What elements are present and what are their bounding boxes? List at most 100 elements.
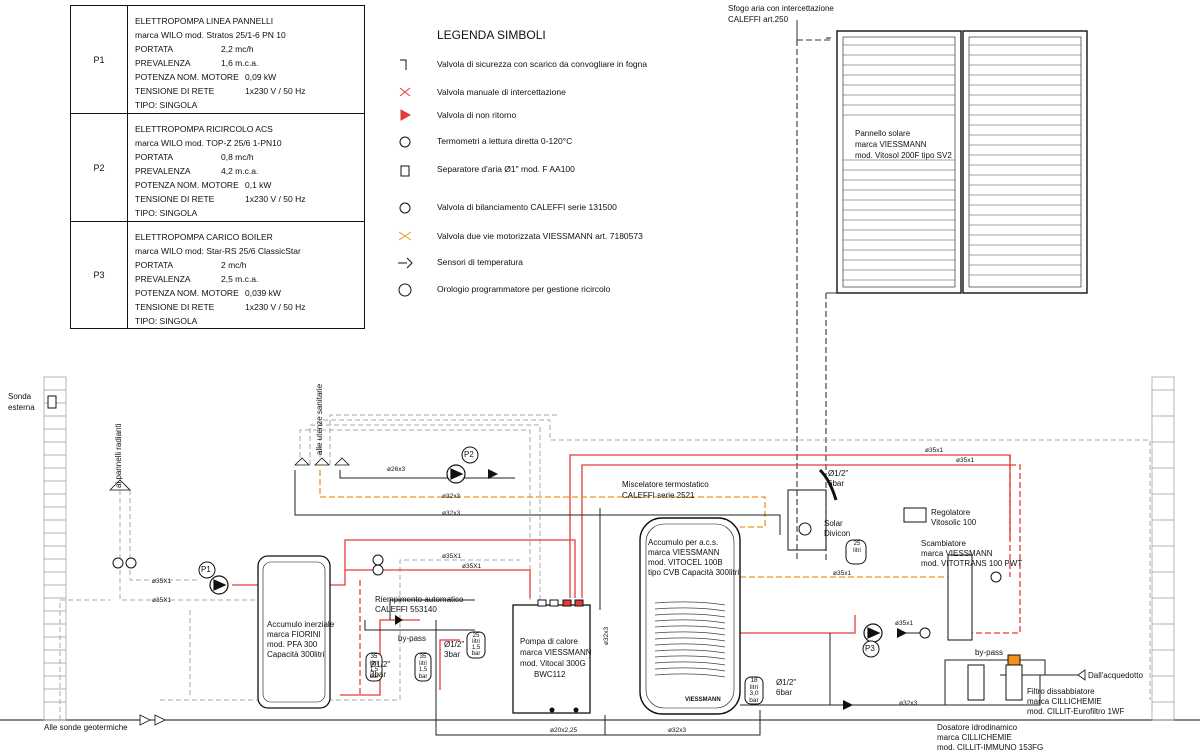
spec-value: 2,5 m.c.a. — [221, 274, 259, 284]
auto-fill-label: Riempimento automatico — [375, 595, 464, 604]
inertial-tank — [257, 555, 331, 709]
panel-label: mod. Vitosol 200F tipo SV2 — [855, 151, 952, 160]
legend-item: Termometri a lettura diretta 0-120°C — [437, 136, 573, 146]
safety-valve-label: Ø1/2" — [444, 640, 465, 649]
solar-divicon-label: Divicon — [824, 529, 851, 538]
pump-id: P3 — [71, 222, 128, 328]
spec-value: 4,2 m.c.a. — [221, 166, 259, 176]
pipe-diameter-label: ø32x3 — [668, 727, 687, 734]
gray-dashed-lines — [59, 414, 1151, 720]
dhw-coils — [654, 601, 726, 678]
spec-value: 1x230 V / 50 Hz — [245, 302, 306, 312]
bypass-label: by-pass — [398, 634, 427, 643]
check-valves — [395, 469, 907, 710]
inertial-tank-label: marca FIORINI — [267, 630, 321, 639]
heat-pump-label: marca VIESSMANN — [520, 648, 592, 657]
vessel-capacity: 18 — [750, 677, 758, 684]
solar-circuit — [796, 37, 831, 560]
spec-key: PREVALENZA — [135, 166, 191, 176]
heat-pump-unit — [512, 599, 591, 714]
legend-title: LEGENDA SIMBOLI — [437, 28, 546, 42]
pump-tag: P2 — [464, 450, 474, 459]
legend-item: Valvola due vie motorizzata VIESSMANN ar… — [437, 231, 643, 241]
solar-divicon-label: Solar — [824, 519, 843, 528]
dhw-tank-label: mod. VITOCEL 100B — [648, 558, 723, 567]
pump-brand: marca WILO mod. TOP-Z 25/6 1-PN10 — [135, 138, 282, 148]
pump-tag-circles — [198, 446, 880, 658]
black-pipes — [294, 470, 1080, 736]
vessel-capacity: 35 — [419, 654, 427, 660]
pipe-diameter-label: ø35x1 — [895, 620, 914, 627]
safety-valve-label: Ø1/2" — [828, 469, 849, 478]
spec-key: PREVALENZA — [135, 58, 191, 68]
geothermal-connection — [139, 714, 166, 726]
pump-brand: marca WILO mod. Stratos 25/1-6 PN 10 — [135, 30, 286, 40]
pump-tag: P3 — [865, 644, 875, 653]
pipe-diameter-label: ø32x3 — [899, 700, 918, 707]
mixer-label: Miscelatore termostatico — [622, 480, 709, 489]
pipe-diameter-label: ø35x1 — [956, 457, 975, 464]
spec-value: 1x230 V / 50 Hz — [245, 86, 306, 96]
dhw-tank-label: marca VIESSMANN — [648, 548, 720, 557]
exchanger-label: mod. VITOTRANS 100 PWT — [921, 559, 1023, 568]
pipe-diameter-label: ø35X1 — [462, 563, 482, 570]
heat-exchanger — [947, 554, 973, 641]
spec-key: PORTATA — [135, 260, 174, 270]
pump-tag: P1 — [201, 565, 211, 574]
legend-item: Valvola di bilanciamento CALEFFI serie 1… — [437, 202, 617, 212]
geothermal-label: Alle sonde geotermiche — [44, 723, 128, 732]
vessel-pressure: 3,0 — [749, 690, 759, 697]
pipe-diameter-label: ø32x3 — [603, 626, 610, 645]
panel-label: Pannello solare — [855, 129, 911, 138]
spec-value: 1,6 m.c.a. — [221, 58, 259, 68]
pump-title: ELETTROPOMPA RICIRCOLO ACS — [135, 124, 273, 134]
safety-valve-label: 3bar — [370, 670, 387, 679]
pipe-diameter-label: ø35x1 — [833, 570, 852, 577]
filter-label: Filtro dissabbiatore — [1027, 687, 1095, 696]
heat-pump-label: Pompa di calore — [520, 637, 578, 646]
pump-title: ELETTROPOMPA LINEA PANNELLI — [135, 16, 274, 26]
inertial-tank-label: mod. PFA 300 — [267, 640, 318, 649]
safety-valve-label: 6bar — [828, 479, 845, 488]
solar-panel-array — [836, 30, 1088, 294]
legend-item: Valvola manuale di intercettazione — [437, 87, 566, 97]
pump-id: P1 — [71, 6, 128, 113]
heat-pump-label: mod. Vitocal 300G — [520, 659, 586, 668]
pump-symbols — [209, 464, 883, 643]
spec-key: TENSIONE DI RETE — [135, 302, 215, 312]
dosing-label: marca CILLICHEMIE — [937, 733, 1012, 742]
air-vent-label: Sfogo aria con intercettazione — [728, 4, 834, 13]
vessel-unit: bar — [749, 696, 759, 704]
air-vent-label: CALEFFI art.250 — [728, 15, 789, 24]
pump-spec-table: P1 ELETTROPOMPA LINEA PANNELLI marca WIL… — [70, 5, 365, 329]
pipe-diameter-label: ø26x3 — [387, 466, 406, 473]
spec-value: 2 mc/h — [221, 260, 247, 270]
spec-value: 0,09 kW — [245, 72, 277, 82]
pump-spec-row: P2 ELETTROPOMPA RICIRCOLO ACS marca WILO… — [71, 114, 364, 222]
spec-key: POTENZA NOM. MOTORE — [135, 180, 239, 190]
solar-circuit-solid — [796, 20, 837, 294]
pump-id: P2 — [71, 114, 128, 221]
pump-brand: marca WILO mod: Star-RS 25/6 ClassicStar — [135, 246, 301, 256]
pipe-diameter-label: ø35X1 — [152, 597, 172, 604]
heat-pump-label: BWC112 — [534, 670, 566, 679]
spec-key: TIPO: SINGOLA — [135, 316, 198, 326]
outdoor-sensor-label: esterna — [8, 403, 35, 412]
vessel-unit: litri — [749, 683, 759, 691]
pipe-diameter-label: ø35X1 — [152, 578, 172, 585]
regulator-label: Vitosolic 100 — [931, 518, 977, 527]
dhw-tank-label: tipo CVB Capacità 300litri — [648, 568, 740, 577]
vessel-capacity: 25 — [853, 541, 861, 547]
spec-key: PREVALENZA — [135, 274, 191, 284]
pump-spec-row: P1 ELETTROPOMPA LINEA PANNELLI marca WIL… — [71, 6, 364, 114]
red-pipes — [232, 454, 1011, 696]
orange-pipes — [319, 470, 960, 578]
regulator-label: Regolatore — [931, 508, 971, 517]
pipe-diameter-label: ø35X1 — [442, 553, 462, 560]
exchanger-label: marca VIESSMANN — [921, 549, 993, 558]
outlet-arrows — [109, 457, 1086, 681]
